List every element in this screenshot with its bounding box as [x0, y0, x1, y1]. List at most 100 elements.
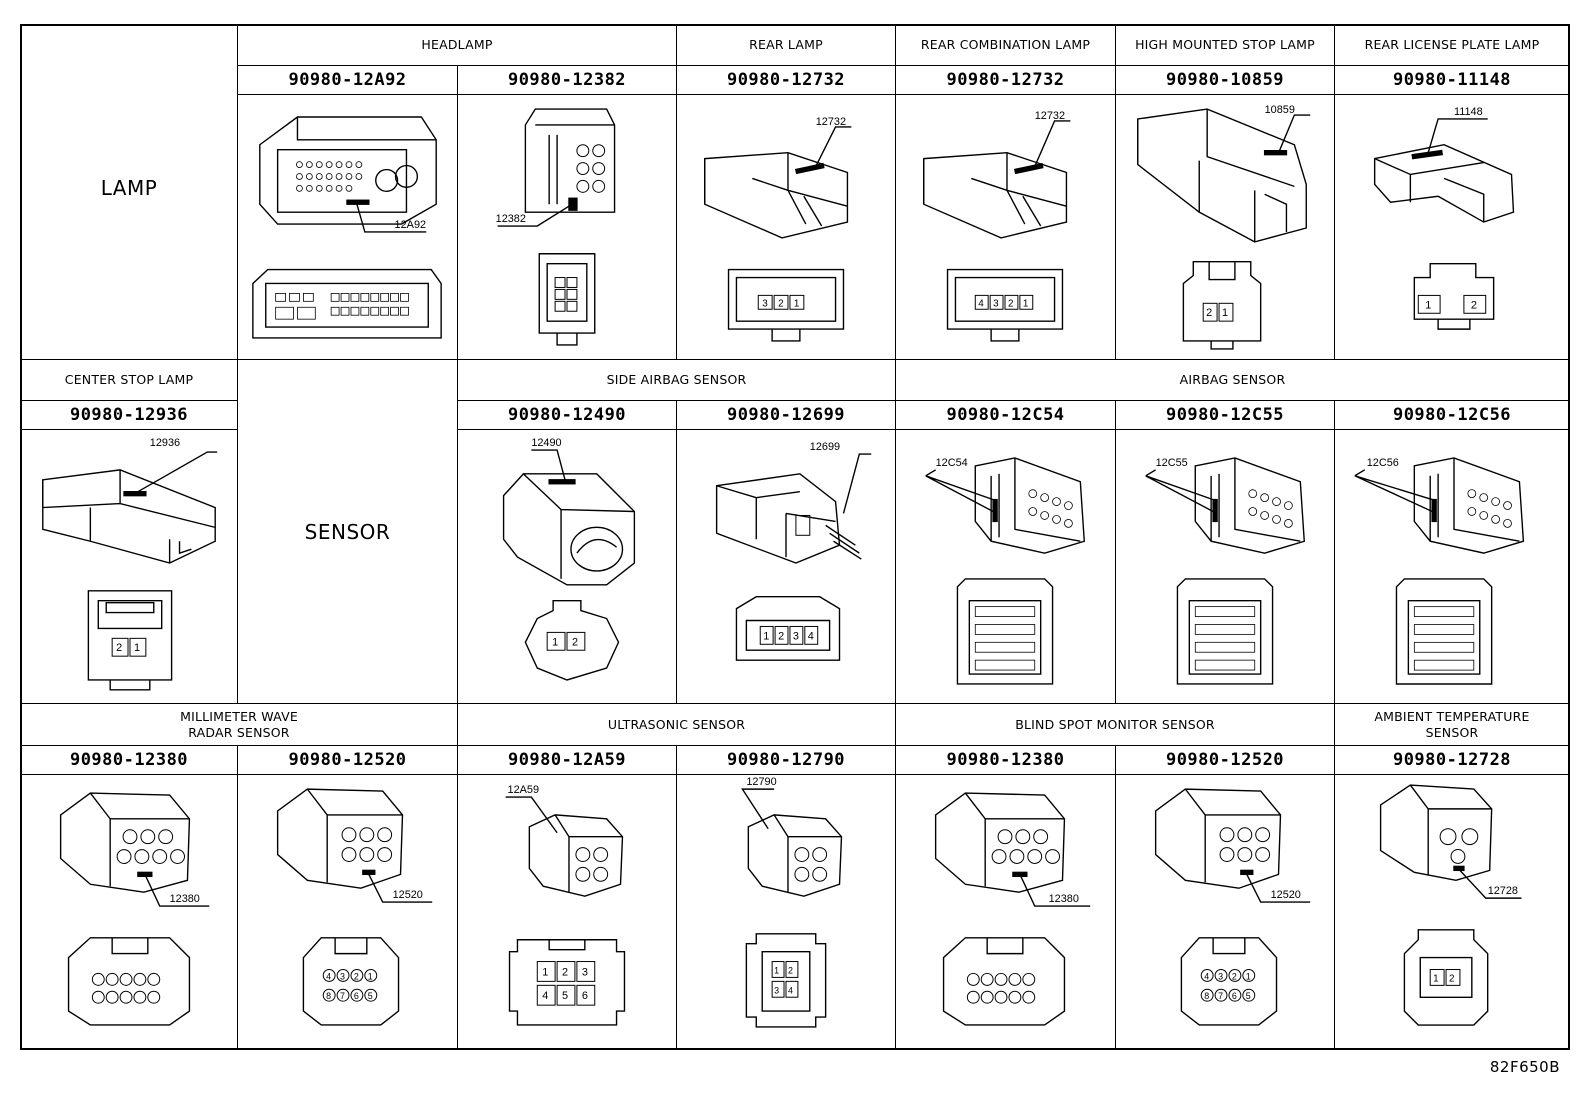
pin-number: 2 — [1008, 298, 1014, 309]
pin-number: 3 — [340, 971, 345, 981]
pin-number: 3 — [1218, 971, 1223, 981]
connector-tag: 12699 — [810, 441, 840, 453]
connector-illustration: 12728 1 2 — [1379, 784, 1522, 1026]
pin-number: 3 — [793, 630, 799, 642]
part-number: 90980-12380 — [20, 745, 238, 775]
connector-drawing-11148: 11148 1 2 — [1334, 94, 1570, 360]
pin-number: 3 — [762, 298, 768, 309]
pin-number: 1 — [774, 965, 779, 975]
pin-row: 2 1 — [111, 637, 147, 657]
part-number: 90980-12C56 — [1334, 400, 1570, 430]
group-rear-combination-lamp: REAR COMBINATION LAMP — [895, 24, 1116, 66]
pin-grid: 4 3 2 1 8 7 6 5 — [322, 968, 378, 1002]
pin-row: 2 1 — [1202, 302, 1234, 322]
group-blind-spot-monitor-sensor: BLIND SPOT MONITOR SENSOR — [895, 703, 1335, 746]
connector-illustration: 12790 1 2 3 4 — [741, 776, 843, 1028]
connector-illustration: 12520 4 3 2 1 8 7 6 5 — [1154, 788, 1311, 1026]
connector-drawing-12380-blind-spot: 12380 — [895, 774, 1116, 1050]
pin-number: 7 — [340, 991, 345, 1001]
connector-illustration: 12732 4 3 2 1 — [923, 110, 1071, 342]
pin-number: 2 — [1449, 973, 1455, 984]
pin-number: 1 — [1425, 299, 1431, 311]
part-number: 90980-12490 — [457, 400, 677, 430]
connector-tag: 12936 — [150, 437, 180, 449]
connector-illustration: 10859 2 1 — [1137, 104, 1311, 350]
group-rear-license-plate-lamp: REAR LICENSE PLATE LAMP — [1334, 24, 1570, 66]
connector-drawing-12732-rear: 12732 3 2 1 — [676, 94, 896, 360]
connector-tag: 12C55 — [1156, 457, 1188, 469]
connector-illustration: 12380 — [934, 792, 1091, 1026]
connector-tag: 12A59 — [508, 784, 540, 796]
pin-row: 1 2 3 4 — [759, 625, 819, 645]
connector-tag: 10859 — [1265, 104, 1295, 116]
pin-number: 1 — [1023, 298, 1029, 309]
connector-illustration: 12936 2 1 — [42, 437, 218, 691]
pin-number: 2 — [354, 971, 359, 981]
pin-number: 2 — [1471, 299, 1477, 311]
connector-drawing-12a92: 12A92 — [237, 94, 458, 360]
part-number: 90980-12699 — [676, 400, 896, 430]
part-number: 90980-12382 — [457, 65, 677, 95]
connector-illustration: 12732 3 2 1 — [704, 116, 852, 342]
connector-drawing-12c54: 12C54 — [895, 429, 1116, 704]
group-ambient-temperature-sensor: AMBIENT TEMPERATURE SENSOR — [1334, 703, 1570, 746]
pin-number: 3 — [993, 298, 999, 309]
connector-illustration: 12A59 1 2 3 4 5 6 — [505, 784, 626, 1026]
pin-number: 1 — [1222, 307, 1228, 319]
pin-number: 4 — [808, 630, 814, 642]
connector-tag: 12C54 — [936, 457, 968, 469]
pin-number: 8 — [326, 991, 331, 1001]
pin-number: 5 — [562, 990, 568, 1002]
connector-drawing-12a59: 12A59 1 2 3 4 5 6 — [457, 774, 677, 1050]
part-number: 90980-10859 — [1115, 65, 1335, 95]
pin-number: 4 — [788, 985, 793, 995]
pin-number: 2 — [788, 965, 793, 975]
pin-number: 1 — [794, 298, 800, 309]
pin-number: 1 — [1246, 971, 1251, 981]
pin-number: 4 — [326, 971, 331, 981]
connector-tag: 12790 — [746, 776, 776, 788]
part-number: 90980-12C55 — [1115, 400, 1335, 430]
pin-number: 3 — [582, 966, 588, 978]
pin-number: 7 — [1218, 991, 1223, 1001]
pin-number: 1 — [1433, 973, 1439, 984]
connector-drawing-12790: 12790 1 2 3 4 — [676, 774, 896, 1050]
pin-number: 4 — [978, 298, 984, 309]
category-lamp: LAMP — [20, 24, 238, 360]
pin-row: 4 3 2 1 — [974, 294, 1034, 310]
pin-number: 5 — [1246, 991, 1251, 1001]
pin-number: 1 — [552, 636, 558, 648]
connector-illustration: 12490 1 2 — [502, 437, 636, 681]
part-number: 90980-12728 — [1334, 745, 1570, 775]
pin-number: 6 — [1232, 991, 1237, 1001]
group-rear-lamp: REAR LAMP — [676, 24, 896, 66]
connector-illustration: 12C54 — [925, 457, 1086, 685]
connector-drawing-12c55: 12C55 — [1115, 429, 1335, 704]
connector-tag: 12728 — [1488, 885, 1518, 897]
pin-row: 1 2 — [546, 631, 586, 651]
part-number: 90980-12A59 — [457, 745, 677, 775]
connector-illustration: 12699 1 2 3 4 — [715, 441, 872, 661]
category-lamp-label: LAMP — [100, 176, 158, 200]
pin-number: 2 — [1206, 307, 1212, 319]
connector-drawing-12732-rear-combination: 12732 4 3 2 1 — [895, 94, 1116, 360]
connector-drawing-12520-blind-spot: 12520 4 3 2 1 8 7 6 5 — [1115, 774, 1335, 1050]
group-ultrasonic-sensor: ULTRASONIC SENSOR — [457, 703, 896, 746]
part-number: 90980-12A92 — [237, 65, 458, 95]
connector-illustration: 12C56 — [1354, 457, 1525, 685]
connector-drawing-12936: 12936 2 1 — [20, 429, 238, 704]
connector-drawing-12490: 12490 1 2 — [457, 429, 677, 704]
pin-number: 1 — [763, 630, 769, 642]
connector-tag: 12520 — [1271, 889, 1301, 901]
part-number: 90980-12C54 — [895, 400, 1116, 430]
pin-row: 3 2 1 — [757, 294, 805, 310]
part-number: 90980-12790 — [676, 745, 896, 775]
connector-illustration: 12380 — [59, 792, 210, 1026]
figure-code: 82F650B — [1489, 1058, 1560, 1076]
pin-number: 4 — [1204, 971, 1209, 981]
group-side-airbag-sensor: SIDE AIRBAG SENSOR — [457, 359, 896, 401]
pin-number: 3 — [774, 985, 779, 995]
connector-tag: 12A92 — [395, 219, 427, 231]
pin-number: 2 — [562, 966, 568, 978]
group-airbag-sensor: AIRBAG SENSOR — [895, 359, 1570, 401]
